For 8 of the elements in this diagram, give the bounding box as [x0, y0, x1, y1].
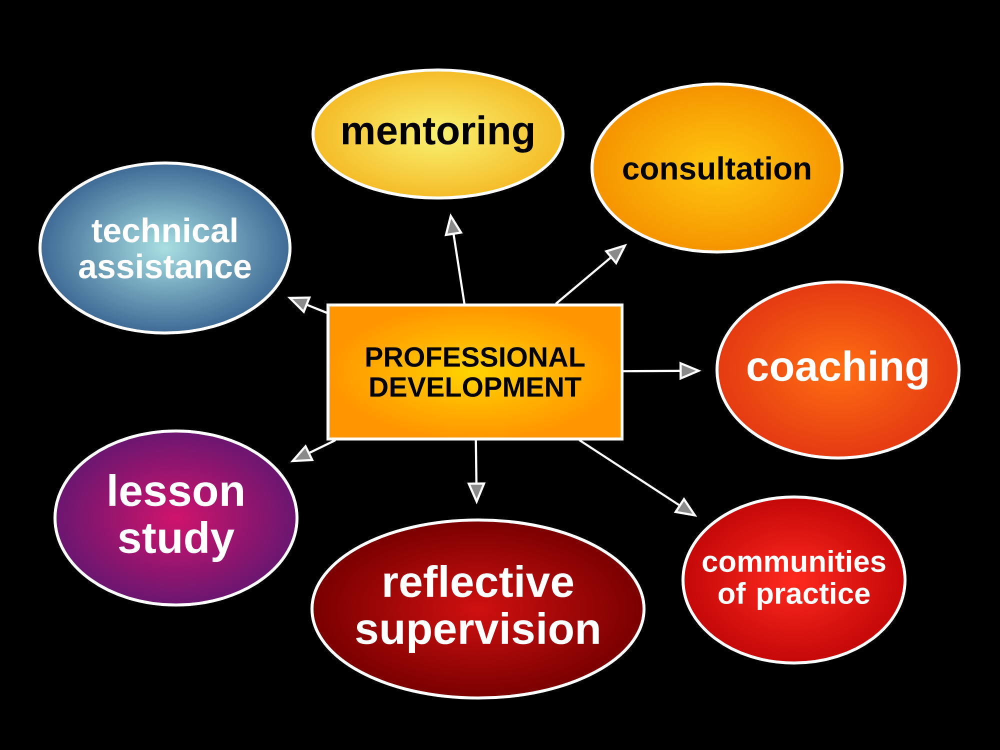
bubble: coaching	[716, 280, 961, 460]
bubble: consultation	[590, 82, 844, 254]
bubble: communities of practice	[682, 496, 906, 664]
bubble: mentoring	[312, 68, 564, 200]
central-box: PROFESSIONAL DEVELOPMENT	[326, 304, 624, 440]
bubble: reflective supervision	[310, 518, 646, 700]
bubble: technical assistance	[38, 162, 292, 334]
bubble: lesson study	[54, 430, 298, 606]
